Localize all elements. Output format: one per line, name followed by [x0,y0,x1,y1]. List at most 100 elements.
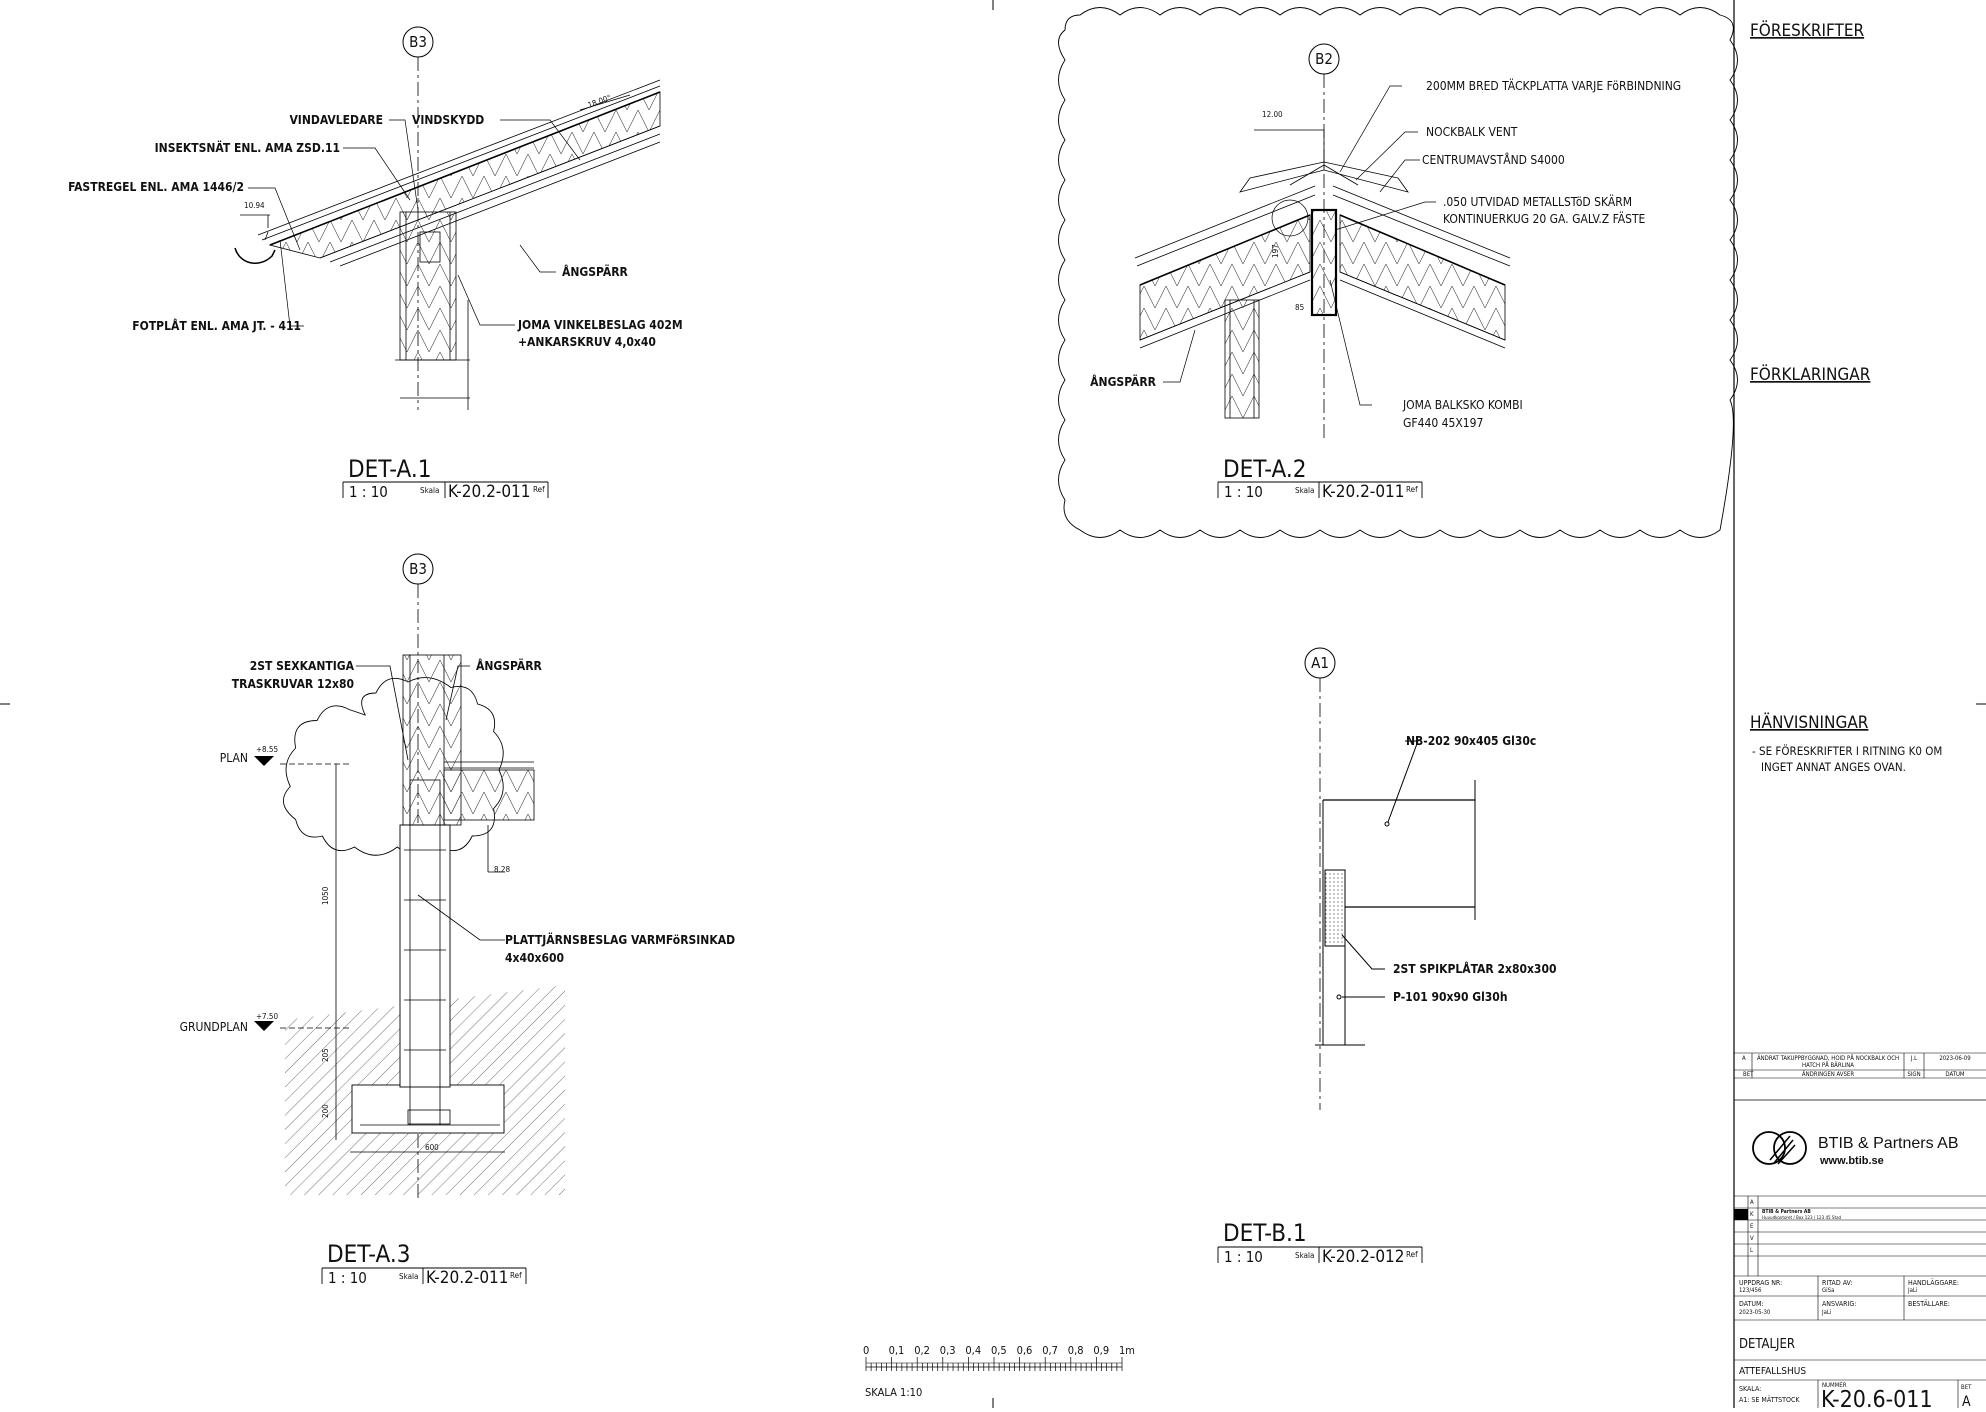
label-angsparr: ÅNGSPÄRR [562,264,629,279]
detail-title: DET-A.1 [348,455,431,483]
detail-a2: B2 [1058,7,1738,538]
uppdrag-label: UPPDRAG NR: [1739,1279,1782,1287]
label-vindskydd: VINDSKYDD [412,113,484,127]
company-website: www.btib.se [1819,1155,1884,1167]
detail-title: DET-A.3 [327,1240,410,1268]
footing-width-dim: 600 [425,1143,439,1152]
level-plan: PLAN [220,751,248,765]
label-kontinuerkug: KONTINUERKUG 20 GA. GALV.Z FÄSTE [1443,211,1646,226]
detail-ref: K-20.2-012 [1322,1247,1405,1267]
role-row-v: V [1750,1235,1754,1242]
bet-value: A [1962,1394,1971,1408]
bet-label: BET [1961,1384,1972,1391]
detail-a3: B3 [180,553,735,1288]
detail-b1: A1 NB-202 90x405 Gl30c 2ST SPIKPLÅTAR 2x… [1217,647,1556,1267]
detail-scale: 1 : 10 [328,1269,367,1287]
floor-dim: 8.28 [494,865,510,874]
revision-text-2: HATCH PÅ BÄRLINA [1802,1062,1854,1069]
handlaggare-value: JaLi [1907,1287,1917,1294]
title-block-panel: FÖRESKRIFTER FÖRKLARINGAR HÄNVISNINGAR -… [1733,0,1986,1412]
detail-title: DET-A.2 [1223,455,1306,483]
level-grundplan: GRUNDPLAN [180,1020,248,1034]
label-plattjarnsbeslag: PLATTJÄRNSBESLAG VARMFöRSINKAD [505,932,735,947]
detail-scale: 1 : 10 [1224,483,1263,501]
detail-ref: K-20.2-011 [448,482,531,502]
hanvisningar-text-2: INGET ANNAT ANGES OVAN. [1761,760,1906,774]
level-grundplan-value: +7.50 [256,1012,278,1021]
ansvarig-label: ANSVARIG: [1822,1300,1856,1308]
detail-ref: K-20.2-011 [426,1268,509,1288]
beam-offset-dim: 85 [1295,303,1304,312]
skala-label: SKALA: [1739,1385,1761,1393]
scale-label: Skala [1295,486,1314,495]
revision-hdr-datum: DATUM [1945,1071,1965,1078]
height-dim: 1050 [321,886,330,905]
revision-hdr-andring: ÄNDRINGEN AVSER [1802,1071,1854,1078]
ritad-value: GiSa [1822,1287,1834,1294]
ref-label: Ref [533,485,545,494]
role-k-address: Huvudkontoret / Box 123 / 123 45 Stad [1762,1215,1842,1221]
detail-title: DET-B.1 [1223,1219,1307,1247]
scale-tick-label: 1m [1119,1344,1135,1357]
drawing-number: K-20.6-011 [1821,1387,1933,1408]
nummer-label: NUMMER [1822,1382,1847,1389]
ref-label: Ref [510,1271,522,1280]
scale-tick-label: 0,2 [914,1344,930,1357]
revision-cloud [1058,7,1738,538]
role-row-a: A [1750,1199,1754,1206]
label-ankarskruv: +ANKARSKRUV 4,0x40 [518,335,656,349]
roof-angle-dim: 18.00° [587,93,613,110]
label-centrumavstand: CENTRUMAVSTÅND S4000 [1422,152,1565,167]
company-logo [1752,1131,1807,1165]
ref-label: Ref [1406,485,1418,494]
revision-hdr-bet: BET [1743,1071,1754,1078]
drawing-subtitle: ATTEFALLSHUS [1739,1366,1806,1377]
depth-dim: 205 [321,1048,330,1062]
grid-bubble-label: A1 [1311,654,1329,672]
datum-value: 2023-05-30 [1739,1309,1771,1316]
heading-forklaringar: FÖRKLARINGAR [1750,363,1871,385]
revision-cloud [283,677,504,856]
handlaggare-label: HANDLÄGGARE: [1908,1278,1959,1287]
beam-height-dim: 197 [1271,244,1280,258]
uppdrag-value: 123/456 [1739,1287,1762,1294]
label-gf440: GF440 45X197 [1403,416,1483,430]
label-nb-202: NB-202 90x405 Gl30c [1406,734,1536,748]
scale-tick-label: 0,7 [1042,1344,1058,1357]
role-row-k: K [1750,1211,1754,1218]
label-fastregel: FASTREGEL ENL. AMA 1446/2 [68,180,244,194]
scale-tick-label: 0,6 [1017,1344,1033,1357]
revision-text-1: ÄNDRAT TAKUPPBYGGNAD, HOID PÅ NOCKBALK O… [1757,1055,1899,1062]
scale-tick-label: 0,8 [1068,1344,1084,1357]
grid-bubble-label: B2 [1315,50,1333,68]
ansvarig-value: JaLi [1821,1309,1831,1316]
scale-caption: SKALA 1:10 [865,1386,922,1399]
label-nockbalk: NOCKBALK VENT [1426,125,1518,139]
heading-foreskrifter: FÖRESKRIFTER [1750,19,1864,41]
revision-hdr-sign: SIGN [1907,1071,1920,1078]
grid-bubble-label: B3 [409,33,427,51]
label-metallstod: .050 UTVIDAD METALLSTöD SKÄRM [1443,194,1632,209]
role-k-company: BTIB & Partners AB [1762,1209,1811,1215]
revision-date: 2023-06-09 [1939,1055,1971,1062]
scale-label: Skala [399,1272,418,1281]
drawing-title: DETALJER [1739,1337,1795,1352]
label-sexkantiga: 2ST SEXKANTIGA [250,659,355,673]
label-joma-balksko: JOMA BALKSKO KOMBI [1402,398,1523,412]
role-row-e: E [1750,1223,1754,1230]
level-plan-value: +8.55 [256,745,278,754]
detail-ref: K-20.2-011 [1322,482,1405,502]
role-row-l: L [1750,1247,1753,1254]
bestallare-label: BESTÄLLARE: [1908,1299,1950,1308]
skala-value: A1: SE MÄTTSTOCK [1739,1395,1800,1404]
revision-sign: J.L [1910,1055,1917,1062]
scale-tick-label: 0,3 [940,1344,956,1357]
scale-tick-label: 0,1 [889,1344,905,1357]
scale-label: Skala [1295,1251,1314,1260]
scale-tick-label: 0,5 [991,1344,1007,1357]
ritad-label: RITAD AV: [1822,1279,1852,1287]
hanvisningar-text-1: - SE FÖRESKRIFTER I RITNING K0 OM [1752,742,1942,758]
